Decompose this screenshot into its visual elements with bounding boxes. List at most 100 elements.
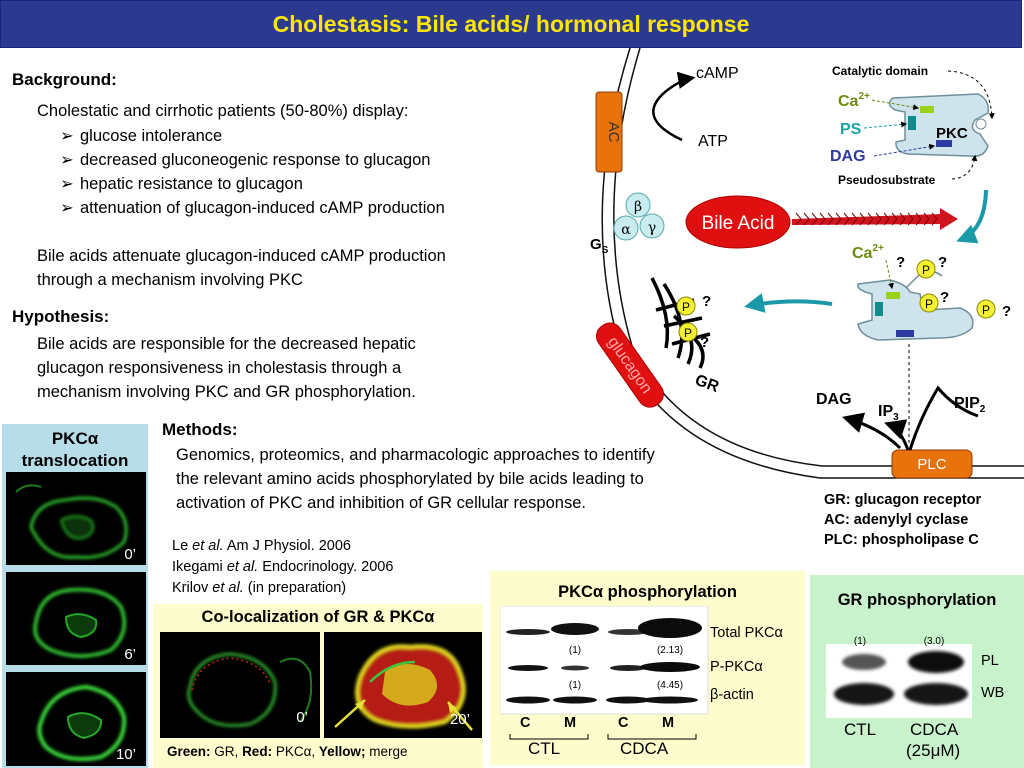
glucagon-ligand: glucagon	[595, 322, 664, 408]
colocalization-title: Co-localization of GR & PKCα	[201, 608, 435, 626]
blot-row-label: β-actin	[710, 687, 754, 703]
question-mark: ?	[1002, 303, 1011, 320]
atp-to-camp-arrow	[652, 71, 696, 142]
phospho-label: P	[925, 297, 933, 311]
signal-chevron	[819, 212, 826, 226]
signal-chevron	[867, 212, 874, 226]
list-item: ➢hepatic resistance to glucagon	[60, 172, 445, 196]
signal-chevron	[811, 212, 818, 226]
blot-row-label: P-PKCα	[710, 659, 763, 675]
quant-value: (4.45)	[657, 680, 683, 691]
dag-product-label: DAG	[816, 391, 852, 408]
phospho-site	[916, 259, 936, 279]
lane-label: C	[520, 715, 531, 731]
signal-chevron	[875, 212, 882, 226]
pkc-phos-title: PKCα phosphorylation	[558, 583, 737, 601]
merge-image-20min	[324, 632, 482, 738]
title-bar: Cholestasis: Bile acids/ hormonal respon…	[0, 0, 1022, 48]
gamma-subunit: γ	[648, 220, 656, 236]
time-label: 0’	[124, 546, 136, 563]
ca-label: Ca2+	[838, 91, 870, 110]
abbreviation-item: GR: glucagon receptor	[824, 492, 982, 508]
background-heading: Background:	[12, 70, 117, 89]
methods-heading: Methods:	[162, 420, 238, 439]
quant-value: (1)	[854, 636, 866, 647]
atp-label: ATP	[698, 133, 728, 150]
phospho-label: P	[684, 326, 692, 340]
phospho-label: P	[982, 303, 990, 317]
group-label: CDCA	[620, 739, 669, 758]
methods-text: Genomics, proteomics, and pharmacologic …	[176, 446, 655, 512]
pkc-label: PKC	[936, 125, 968, 142]
arrow-bullet-icon: ➢	[60, 175, 74, 193]
translocation-images: 0’ 6’ 10’	[6, 472, 146, 766]
phospho-label: P	[682, 300, 690, 314]
group-label: CTL	[844, 720, 877, 739]
bile-acid-signal-arrow	[792, 214, 942, 225]
time-label: 20’	[450, 711, 470, 728]
alpha-subunit: α	[621, 222, 631, 238]
bile-acid	[685, 195, 791, 249]
dose-label: (25μM)	[906, 741, 961, 760]
signal-arrowhead	[940, 208, 958, 230]
abbreviation-item: AC: adenylyl cyclase	[824, 512, 969, 528]
arrow-bullet-icon: ➢	[60, 199, 74, 217]
ca-label: Ca2+	[852, 243, 884, 262]
signal-chevron	[899, 212, 906, 226]
question-mark: ?	[700, 334, 709, 351]
signaling-diagram: AC cAMP ATP β α γ GS Bile Acid Catalytic…	[590, 48, 1024, 479]
quant-value: (1)	[569, 680, 581, 691]
arrow-bullet-icon: ➢	[60, 127, 74, 145]
background-bullets: ➢glucose intolerance ➢decreased gluconeo…	[60, 124, 445, 220]
ip3-label: IP3	[878, 403, 899, 423]
group-label: CTL	[528, 739, 561, 758]
phospho-site	[676, 296, 696, 316]
pkc-western-blot: (1) (2.13) (1) (4.45)	[500, 606, 709, 740]
blot-row-label: PL	[981, 653, 999, 669]
adenylyl-cyclase	[595, 91, 623, 173]
pkc-to-gr-arrow	[744, 293, 833, 313]
signal-chevron	[827, 212, 834, 226]
lane-label: M	[662, 715, 675, 731]
micrograph-10min	[6, 672, 146, 766]
plc-label: PLC	[917, 456, 946, 473]
merge-image-0min	[160, 632, 320, 738]
quant-value: (3.0)	[924, 636, 945, 647]
catalytic-domain-label: Catalytic domain	[832, 64, 928, 78]
colocalization-legend: Green: GR, Red: PKCα, Yellow; merge	[167, 744, 408, 759]
signal-chevron	[835, 212, 842, 226]
pkc-active	[857, 270, 974, 341]
translocation-arrow	[956, 189, 988, 244]
gr-label: GR	[693, 372, 722, 396]
question-mark: ?	[896, 254, 905, 271]
phospho-site	[678, 322, 698, 342]
time-label: 0’	[296, 709, 308, 726]
signal-chevron	[931, 212, 938, 226]
quant-value: (2.13)	[657, 645, 683, 656]
background-intro: Cholestatic and cirrhotic patients (50-8…	[37, 102, 409, 120]
signal-chevron	[907, 212, 914, 226]
question-mark: ?	[702, 293, 711, 310]
question-mark: ?	[940, 289, 949, 306]
bile-acid-label: Bile Acid	[702, 213, 775, 234]
abbreviation-item: PLC: phospholipase C	[824, 532, 979, 548]
signal-chevron	[891, 212, 898, 226]
lane-label: M	[564, 715, 577, 731]
beta-subunit: β	[634, 199, 642, 215]
reference-item: Krilov et al. (in preparation)	[172, 580, 347, 596]
g-protein: β α γ	[613, 192, 665, 241]
reference-item: Ikegami et al. Endocrinology. 2006	[172, 559, 394, 575]
group-label: CDCA	[910, 720, 959, 739]
signal-chevron	[851, 212, 858, 226]
hypothesis-text: Bile acids are responsible for the decre…	[37, 335, 416, 401]
list-item: ➢decreased gluconeogenic response to glu…	[60, 148, 445, 172]
blot-row-label: WB	[981, 685, 1005, 701]
list-item: ➢attenuation of glucagon-induced cAMP pr…	[60, 196, 445, 220]
signal-chevron	[795, 212, 802, 226]
quant-value: (1)	[569, 645, 581, 656]
signal-chevron	[915, 212, 922, 226]
pseudosubstrate-label: Pseudosubstrate	[838, 173, 936, 187]
micrograph-0min	[6, 472, 146, 565]
translocation-title: PKCα translocation	[21, 429, 129, 470]
background-finding: Bile acids attenuate glucagon-induced cA…	[37, 247, 446, 289]
